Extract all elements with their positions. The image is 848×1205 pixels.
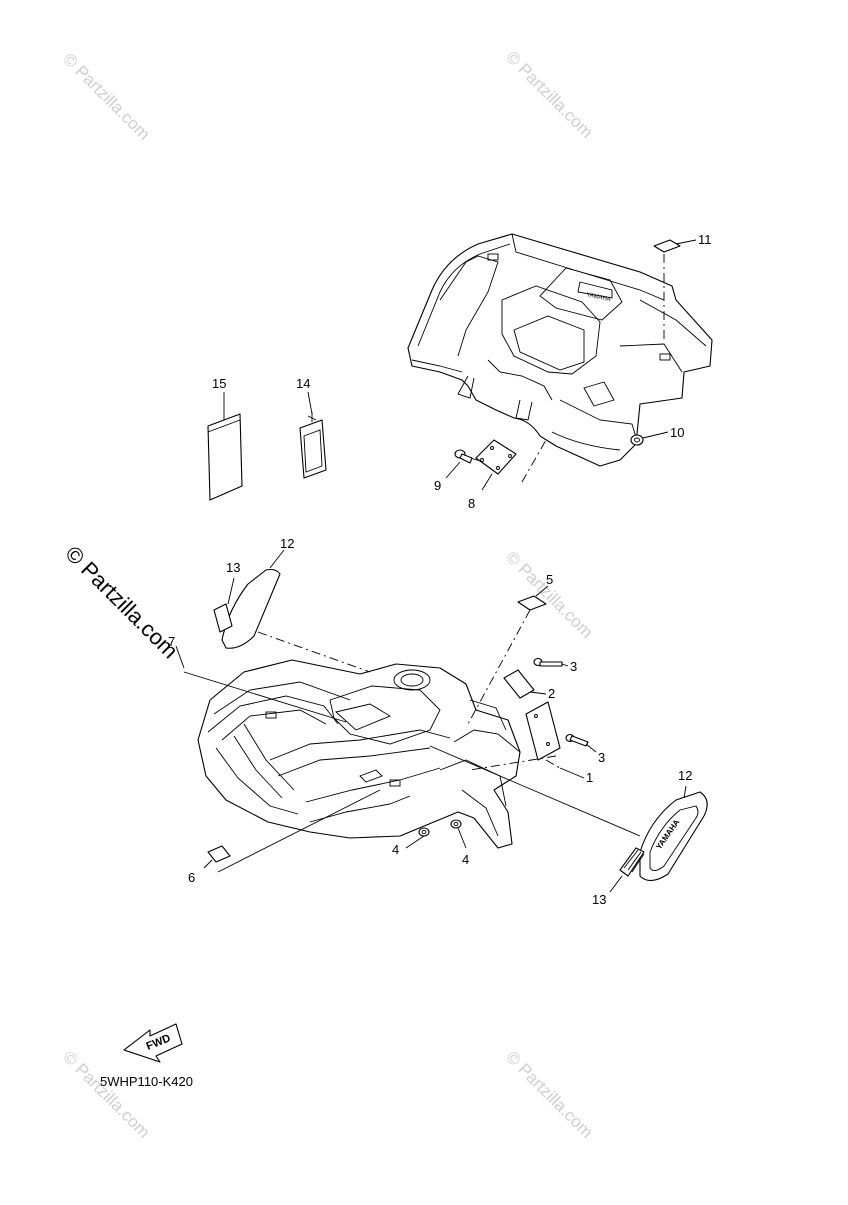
leader-12-left <box>257 631 371 673</box>
part-4-grommet-left <box>418 827 430 837</box>
part-2-plate <box>503 669 535 699</box>
watermark-top-left: © Partzilla.com <box>59 49 153 143</box>
part-14-tag <box>299 412 327 479</box>
leader-9 <box>469 457 485 463</box>
watermark-mid-left: © Partzilla.com <box>60 541 183 664</box>
watermarks: © Partzilla.com © Partzilla.com © Partzi… <box>59 47 596 1141</box>
watermark-bottom-left: © Partzilla.com <box>59 1047 153 1141</box>
part-4-grommet-right <box>450 819 462 829</box>
callout-4-left: 4 <box>392 842 399 857</box>
front-fender <box>197 659 521 849</box>
part-6-label <box>207 845 231 863</box>
callout-11: 11 <box>698 232 712 247</box>
part-3-screw-lower <box>565 733 589 747</box>
callout-12-right: 12 <box>678 768 692 783</box>
part-11-label <box>653 239 681 253</box>
part-13-stripe-right <box>619 847 645 877</box>
leader-5 <box>467 609 531 725</box>
callout-7: 7 <box>168 634 175 649</box>
part-12-decal-left <box>221 568 281 649</box>
fwd-arrow-icon: FWD <box>123 1023 183 1063</box>
part-1-panel <box>525 701 561 761</box>
rear-fender-logo: YAMAHA <box>586 292 612 303</box>
leader-13-right <box>469 755 557 771</box>
diagram-code: 5WHP110-K420 <box>100 1074 193 1089</box>
leader-1 <box>545 759 561 769</box>
part-13-stripe-left <box>213 603 233 633</box>
watermark-mid-right: © Partzilla.com <box>502 547 596 641</box>
callout-5: 5 <box>546 572 553 587</box>
watermark-top-right: © Partzilla.com <box>502 47 596 141</box>
callout-10: 10 <box>670 425 684 440</box>
callout-6: 6 <box>188 870 195 885</box>
callout-4-right: 4 <box>462 852 469 867</box>
callout-8: 8 <box>468 496 475 511</box>
callout-3-upper: 3 <box>570 659 577 674</box>
watermark-bottom-right: © Partzilla.com <box>502 1047 596 1141</box>
leader-8-fender <box>521 439 547 483</box>
part-9-screw <box>454 449 473 464</box>
callout-3-lower: 3 <box>598 750 605 765</box>
part-12-decal-right: YAMAHA <box>639 791 708 882</box>
part-15-manual <box>207 413 243 501</box>
part-3-screw-upper <box>533 657 563 667</box>
callout-2: 2 <box>548 686 555 701</box>
callout-1: 1 <box>586 770 593 785</box>
part-8-plate <box>475 439 517 475</box>
callout-15: 15 <box>212 376 226 391</box>
callout-14: 14 <box>296 376 310 391</box>
callout-12-left: 12 <box>280 536 294 551</box>
rear-fender: YAMAHA <box>407 233 713 467</box>
part-5-label <box>517 595 547 611</box>
callout-13-right: 13 <box>592 892 606 907</box>
callout-13-left: 13 <box>226 560 240 575</box>
part-10-grommet <box>630 434 644 446</box>
callout-9: 9 <box>434 478 441 493</box>
leader-6 <box>217 789 381 873</box>
leader-12-right <box>429 745 641 837</box>
